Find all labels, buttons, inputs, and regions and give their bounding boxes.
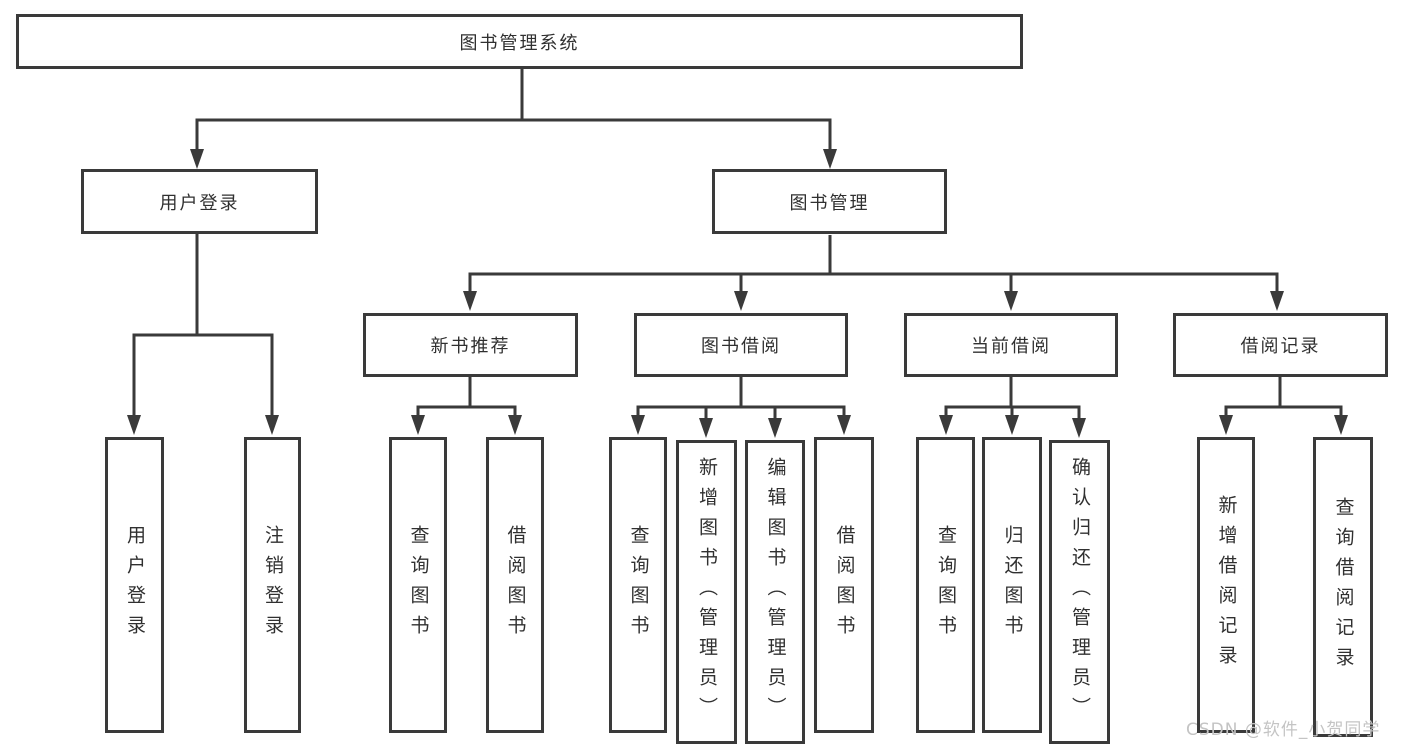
node-leaf-query-book-recommend: 查询图书 <box>389 437 447 733</box>
node-leaf-borrow-book-recommend: 借阅图书 <box>486 437 544 733</box>
arrowhead <box>631 415 645 435</box>
node-current-borrow: 当前借阅 <box>904 313 1118 377</box>
arrowhead <box>1334 415 1348 435</box>
node-leaf-return-book: 归还图书 <box>982 437 1042 733</box>
node-leaf-logout: 注销登录 <box>244 437 301 733</box>
node-library-system: 图书管理系统 <box>16 14 1023 69</box>
node-book-management: 图书管理 <box>712 169 947 234</box>
node-leaf-query-borrow-record: 查询借阅记录 <box>1313 437 1373 737</box>
node-leaf-edit-book-admin: 编辑图书（管理员） <box>745 440 805 744</box>
csdn-watermark: CSDN @软件_小贺同学 <box>1186 720 1381 740</box>
node-leaf-confirm-return-admin: 确认归还（管理员） <box>1049 440 1110 744</box>
arrowhead <box>463 291 477 311</box>
node-user-login: 用户登录 <box>81 169 318 234</box>
arrowhead <box>734 291 748 311</box>
arrowhead <box>411 415 425 435</box>
arrowhead <box>837 415 851 435</box>
arrowhead <box>823 149 837 169</box>
node-leaf-user-login: 用户登录 <box>105 437 164 733</box>
arrowhead <box>1005 415 1019 435</box>
arrowhead <box>1270 291 1284 311</box>
node-leaf-query-book-current: 查询图书 <box>916 437 975 733</box>
arrowhead <box>190 149 204 169</box>
node-borrow-records: 借阅记录 <box>1173 313 1388 377</box>
arrowhead <box>1072 418 1086 438</box>
node-leaf-add-book-admin: 新增图书（管理员） <box>676 440 737 744</box>
arrowhead <box>1004 291 1018 311</box>
node-leaf-query-book-borrow: 查询图书 <box>609 437 667 733</box>
arrowhead <box>768 418 782 438</box>
arrowhead <box>699 418 713 438</box>
node-new-book-recommend: 新书推荐 <box>363 313 578 377</box>
node-leaf-add-borrow-record: 新增借阅记录 <box>1197 437 1255 733</box>
arrowhead <box>939 415 953 435</box>
arrowhead <box>1219 415 1233 435</box>
arrowhead <box>127 415 141 435</box>
node-book-borrow: 图书借阅 <box>634 313 848 377</box>
arrowhead <box>265 415 279 435</box>
arrowhead <box>508 415 522 435</box>
node-leaf-borrow-book: 借阅图书 <box>814 437 874 733</box>
